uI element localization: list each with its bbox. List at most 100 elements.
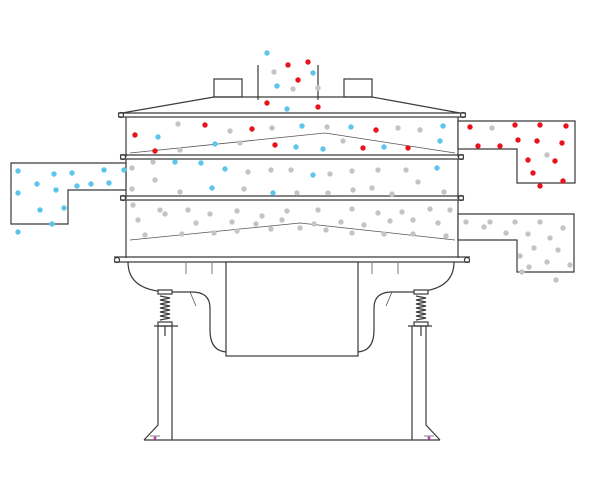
fine-particle (237, 140, 243, 146)
fine-particle (526, 264, 532, 270)
fine-outlet (457, 213, 575, 273)
fine-particle (229, 219, 235, 225)
fine-particle (427, 206, 433, 212)
fine-particle (560, 225, 566, 231)
coarse-particle (530, 170, 536, 176)
fine-particle (241, 186, 247, 192)
top-cover (117, 96, 467, 119)
fine-particle (207, 211, 213, 217)
medium-particle (293, 144, 299, 150)
fine-particle (443, 233, 449, 239)
fine-particle (349, 168, 355, 174)
fine-particle (487, 219, 493, 225)
fine-particle (294, 190, 300, 196)
coarse-particle (552, 158, 558, 164)
fine-particle (142, 232, 148, 238)
fine-particle (381, 231, 387, 237)
medium-particle (348, 124, 354, 130)
medium-particle (212, 141, 218, 147)
medium-particle (274, 83, 280, 89)
fine-particle (340, 138, 346, 144)
medium-particle (15, 229, 21, 235)
medium-particle (284, 106, 290, 112)
medium-particle (15, 168, 21, 174)
lower-deck (125, 200, 459, 258)
fine-particle (463, 219, 469, 225)
fine-particle (369, 185, 375, 191)
fine-particle (325, 190, 331, 196)
medium-particle (299, 123, 305, 129)
fine-particle (177, 147, 183, 153)
coarse-particle (467, 124, 473, 130)
chassis-bowl (127, 261, 455, 353)
fine-particle (311, 221, 317, 227)
fine-particle (211, 230, 217, 236)
fine-particle (481, 224, 487, 230)
fine-particle (525, 231, 531, 237)
medium-particle (121, 167, 127, 173)
medium-particle (310, 70, 316, 76)
coarse-particle (497, 143, 503, 149)
fine-particle (234, 228, 240, 234)
stand (143, 325, 441, 441)
fine-particle (271, 69, 277, 75)
coarse-particle (512, 122, 518, 128)
coarse-particle (525, 157, 531, 163)
medium-particle (381, 144, 387, 150)
fine-particle (410, 217, 416, 223)
medium-particle (69, 170, 75, 176)
fine-particle (415, 179, 421, 185)
medium-particle (51, 171, 57, 177)
fine-particle (175, 121, 181, 127)
medium-particle (101, 167, 107, 173)
medium-particle (440, 123, 446, 129)
medium-particle (264, 50, 270, 56)
fine-particle (544, 152, 550, 158)
fine-particle (269, 125, 275, 131)
coarse-particle (272, 142, 278, 148)
fine-particle (259, 213, 265, 219)
fine-particle (553, 277, 559, 283)
fine-particle (162, 211, 168, 217)
coarse-particle (537, 122, 543, 128)
feed-inlet (213, 65, 373, 100)
fine-particle (193, 220, 199, 226)
fine-particle (349, 206, 355, 212)
left-vent (213, 78, 243, 98)
fine-particle (129, 186, 135, 192)
medium-particle (106, 180, 112, 186)
fine-particle (327, 171, 333, 177)
coarse-particle (559, 140, 565, 146)
coarse-particle (305, 59, 311, 65)
coarse-particle (515, 137, 521, 143)
fine-particle (130, 202, 136, 208)
fine-particle (387, 218, 393, 224)
fine-particle (517, 253, 523, 259)
right-vent (343, 78, 373, 98)
coarse-particle (405, 145, 411, 151)
medium-particle (155, 134, 161, 140)
coarse-particle (152, 148, 158, 154)
particles (15, 50, 573, 283)
coarse-particle (264, 100, 270, 106)
medium-particle (61, 205, 67, 211)
fine-particle (253, 221, 259, 227)
fine-particle (555, 247, 561, 253)
fine-particle (279, 217, 285, 223)
fine-particle (417, 127, 423, 133)
coarse-particle (534, 138, 540, 144)
fine-particle (268, 226, 274, 232)
fine-particle (410, 231, 416, 237)
fine-particle (441, 189, 447, 195)
medium-outlet (10, 162, 127, 225)
coarse-particle (475, 143, 481, 149)
fine-particle (403, 167, 409, 173)
fine-particle (519, 269, 525, 275)
fine-particle (323, 227, 329, 233)
fine-particle (284, 208, 290, 214)
fine-particle (547, 235, 553, 241)
fine-particle (503, 230, 509, 236)
coarse-particle (373, 127, 379, 133)
middle-deck (119, 159, 465, 202)
fine-particle (567, 262, 573, 268)
